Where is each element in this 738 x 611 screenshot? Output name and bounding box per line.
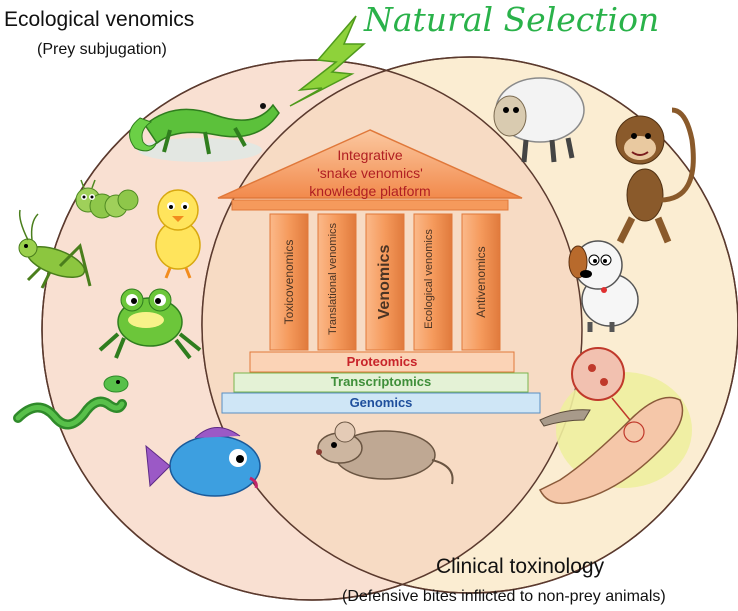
- sheep-icon: [493, 77, 585, 163]
- step-proteomics: [249, 351, 515, 373]
- grasshopper-icon: [18, 209, 92, 289]
- ecological-venomics-title: Ecological venomics: [4, 8, 195, 31]
- chick-icon: [155, 189, 201, 279]
- temple-pillars: [269, 213, 501, 351]
- pillar-translational-venomics: [317, 213, 357, 351]
- pillar-label-translational-venomics: Translational venomics: [327, 222, 339, 336]
- pillar-label-toxicovenomics: Toxicovenomics: [282, 239, 296, 325]
- frog-icon: [98, 288, 202, 360]
- temple-roof: [217, 129, 523, 211]
- pillar-ecological-venomics: [413, 213, 453, 351]
- transcriptomics-label: Transcriptomics: [330, 374, 432, 389]
- lightning-bolt-icon: [289, 15, 366, 107]
- roof-line-1: Integrative: [337, 147, 403, 163]
- caterpillar-icon: [75, 179, 139, 219]
- pillar-label-antivenomics: Antivenomics: [474, 246, 488, 318]
- pillar-label-venomics: Venomics: [376, 244, 393, 320]
- iguana-icon: [129, 103, 280, 162]
- mouse-icon: [316, 421, 454, 485]
- clinical-toxinology-subtitle: (Defensive bites inflicted to non-prey a…: [342, 588, 666, 605]
- monkey-icon: [615, 107, 696, 244]
- dog-icon: [568, 240, 639, 332]
- pillar-venomics: [365, 213, 405, 351]
- natural-selection-label: Natural Selection: [364, 0, 660, 39]
- pillar-label-ecological-venomics: Ecological venomics: [423, 229, 435, 329]
- step-transcriptomics: [233, 372, 529, 393]
- snake-icon: [13, 375, 129, 430]
- proteomics-label: Proteomics: [346, 354, 418, 369]
- temple-roof-text: Integrative 'snake venomics' knowledge p…: [300, 146, 440, 200]
- clinical-toxinology-title: Clinical toxinology: [436, 555, 605, 578]
- pillar-toxicovenomics: [269, 213, 309, 351]
- roof-line-2: 'snake venomics': [317, 165, 423, 181]
- step-genomics: [221, 392, 541, 414]
- genomics-label: Genomics: [349, 395, 413, 410]
- snakebite-arm-icon: [538, 347, 692, 505]
- ecological-venomics-subtitle: (Prey subjugation): [37, 41, 167, 58]
- fish-icon: [145, 427, 261, 497]
- pillar-antivenomics: [461, 213, 501, 351]
- roof-line-3: knowledge platform: [309, 183, 431, 199]
